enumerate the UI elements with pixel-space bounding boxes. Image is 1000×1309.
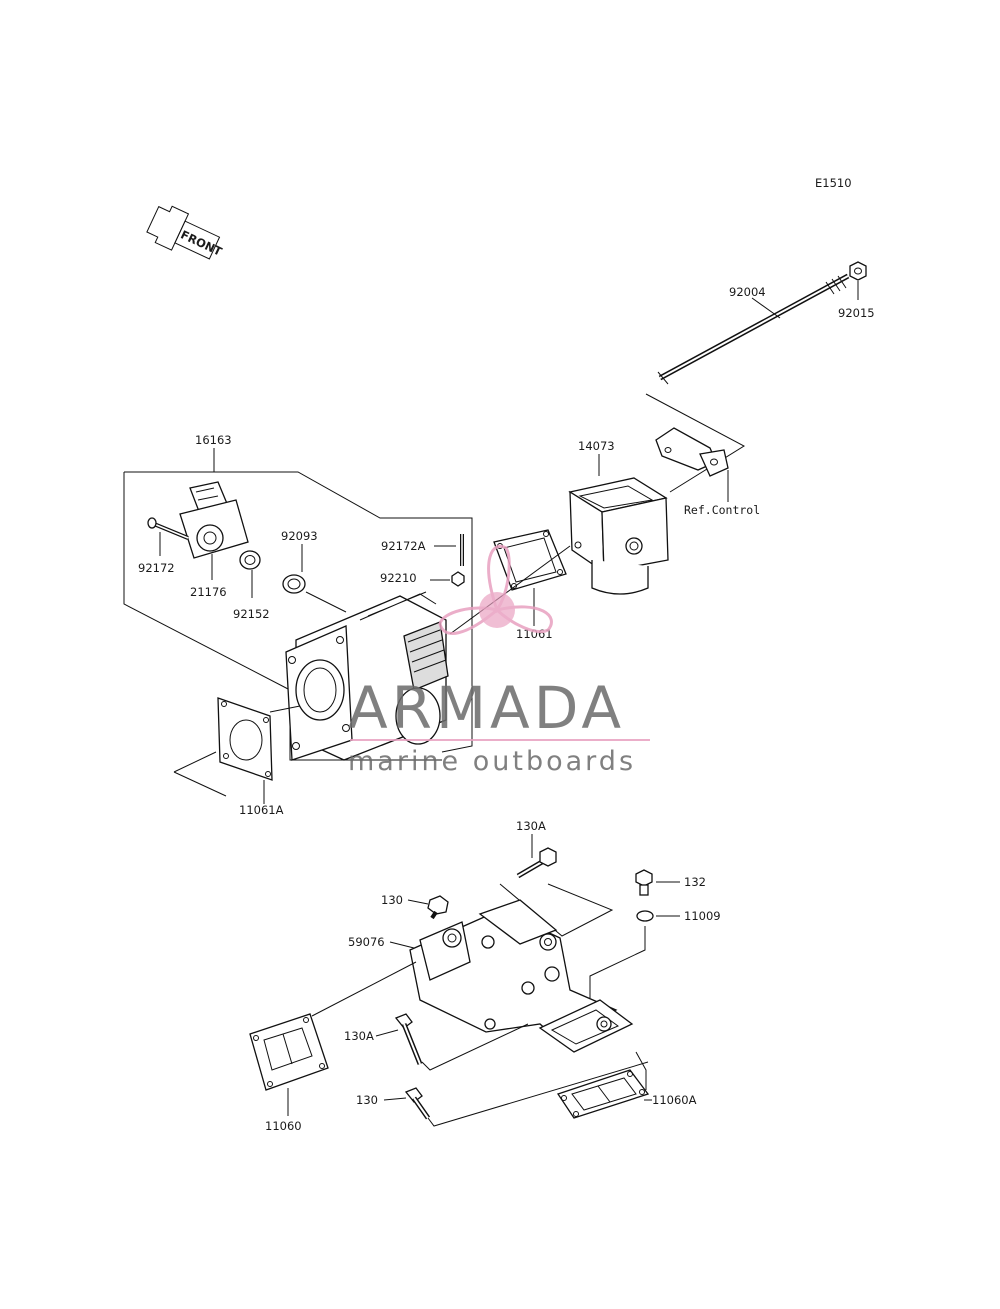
label-11060A: 11060A: [652, 1093, 697, 1107]
stud-92004: [657, 273, 850, 385]
label-11009: 11009: [684, 909, 721, 923]
label-92152: 92152: [233, 607, 270, 621]
throttle-body: [285, 591, 449, 761]
label-11061A: 11061A: [239, 803, 284, 817]
label-132: 132: [684, 875, 706, 889]
bolt-132: [635, 869, 653, 896]
gasket-11060A: [556, 1069, 650, 1119]
label-59076: 59076: [348, 935, 385, 949]
watermark: ARMADA marine outboards: [348, 544, 650, 777]
watermark-tagline: marine outboards: [348, 746, 636, 777]
throttle-sensor-21176: [179, 481, 249, 559]
nut-92015: [849, 261, 867, 281]
bolt-130A-top: [516, 847, 557, 879]
control-bracket: [655, 427, 729, 477]
label-92093: 92093: [281, 529, 318, 543]
bolt-130-top: [427, 895, 449, 920]
label-16163: 16163: [195, 433, 232, 447]
label-14073: 14073: [578, 439, 615, 453]
screw-92172: [147, 517, 189, 540]
front-arrow-icon: FRONT: [146, 205, 224, 260]
label-130A-top: 130A: [516, 819, 546, 833]
clip-92152: [239, 550, 261, 570]
ref-control-note: Ref.Control: [684, 503, 760, 517]
label-130-bottom: 130: [356, 1093, 378, 1107]
o-ring-92093: [282, 574, 306, 594]
label-92172: 92172: [138, 561, 175, 575]
label-92004: 92004: [729, 285, 766, 299]
label-21176: 21176: [190, 585, 227, 599]
label-92210: 92210: [380, 571, 417, 585]
diagram-code: E1510: [815, 176, 852, 190]
gasket-11061: [493, 529, 567, 591]
gasket-11060: [249, 1013, 329, 1091]
bolt-130A-mid: [394, 1013, 423, 1065]
label-130A-mid: 130A: [344, 1029, 374, 1043]
propeller-logo-icon: [438, 544, 553, 635]
bolt-130-bottom: [404, 1087, 431, 1120]
label-130-top: 130: [381, 893, 403, 907]
washer-92210: [451, 571, 465, 587]
washer-11009: [636, 910, 654, 922]
watermark-brand: ARMADA: [348, 674, 625, 742]
assembly-bracket-16163: [123, 471, 473, 753]
label-92172A: 92172A: [381, 539, 426, 553]
label-11060: 11060: [265, 1119, 302, 1133]
intake-manifold-59076: [409, 899, 634, 1053]
gasket-11061A: [217, 697, 273, 781]
front-label: FRONT: [178, 227, 224, 258]
intake-pipe-14073: [568, 477, 669, 595]
label-92015: 92015: [838, 306, 875, 320]
